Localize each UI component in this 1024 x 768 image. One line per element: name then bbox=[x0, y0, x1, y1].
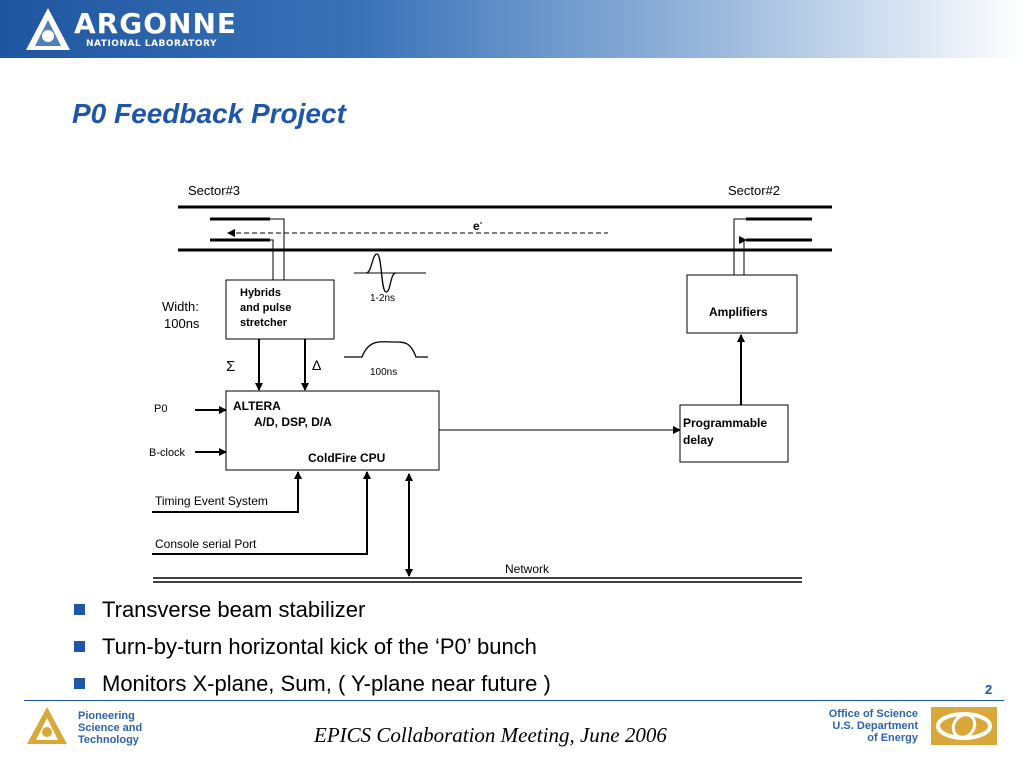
programmable-delay-line-2: delay bbox=[683, 433, 714, 447]
delta-symbol: Δ bbox=[312, 357, 321, 373]
bullet-item: Transverse beam stabilizer bbox=[72, 596, 551, 633]
kicker-wire-upper bbox=[733, 218, 746, 275]
long-pulse-label: 100ns bbox=[370, 367, 397, 378]
bullet-list: Transverse beam stabilizer Turn-by-turn … bbox=[72, 596, 551, 707]
pioneering-tagline: Pioneering Science and Technology bbox=[78, 710, 142, 746]
bullet-text: Monitors X-plane, Sum, ( Y-plane near fu… bbox=[102, 671, 551, 696]
kicker-wire-lower bbox=[739, 236, 747, 275]
office-line-2: U.S. Department bbox=[832, 720, 918, 732]
bclock-input-label: B-clock bbox=[149, 447, 186, 459]
bullet-item: Monitors X-plane, Sum, ( Y-plane near fu… bbox=[72, 670, 551, 707]
office-line-1: Office of Science bbox=[828, 708, 918, 720]
office-of-science: Office of Science U.S. Department of Ene… bbox=[829, 708, 918, 744]
width-label-line-1: Width: bbox=[162, 299, 199, 314]
short-pulse-label: 1-2ns bbox=[370, 293, 395, 304]
network-label: Network bbox=[505, 562, 550, 576]
hybrids-box bbox=[225, 279, 335, 340]
sector-left-label: Sector#3 bbox=[188, 183, 240, 198]
p0-input-label: P0 bbox=[154, 403, 167, 415]
adc-dsp-label: A/D, DSP, D/A bbox=[254, 415, 332, 429]
hybrids-line-2: and pulse bbox=[240, 302, 291, 314]
slide-title: P0 Feedback Project bbox=[72, 98, 346, 129]
meeting-title: EPICS Collaboration Meeting, June 2006 bbox=[314, 723, 667, 747]
pioneering-line-1: Pioneering bbox=[78, 710, 135, 722]
long-pulse-waveform bbox=[344, 341, 428, 358]
electron-label: e- bbox=[473, 218, 483, 233]
hybrids-line-3: stretcher bbox=[240, 317, 288, 329]
altera-label: ALTERA bbox=[233, 399, 281, 413]
bullet-text: Transverse beam stabilizer bbox=[102, 597, 366, 622]
timing-label: Timing Event System bbox=[155, 494, 268, 508]
bullet-square-icon bbox=[74, 641, 85, 652]
amplifiers-label: Amplifiers bbox=[709, 305, 768, 319]
logo-main-text: ARGONNE bbox=[74, 7, 238, 40]
coldfire-label: ColdFire CPU bbox=[308, 451, 385, 465]
bullet-square-icon bbox=[74, 678, 85, 689]
argonne-triangle-icon bbox=[26, 8, 70, 50]
console-line bbox=[152, 471, 371, 555]
pioneering-line-3: Technology bbox=[78, 734, 139, 746]
altera-box bbox=[225, 390, 440, 471]
pioneering-line-2: Science and bbox=[78, 722, 143, 734]
sector-right-label: Sector#2 bbox=[728, 183, 780, 198]
argonne-footer-logo-icon bbox=[27, 707, 67, 744]
header-band: ARGONNE NATIONAL LABORATORY bbox=[0, 0, 1024, 58]
pickup-wire-lower bbox=[270, 239, 274, 280]
doe-logo-icon bbox=[931, 707, 997, 745]
width-label-line-2: 100ns bbox=[164, 316, 200, 331]
pickup-wire-upper bbox=[270, 218, 285, 280]
argonne-logo: ARGONNE NATIONAL LABORATORY bbox=[24, 6, 236, 54]
office-line-3: of Energy bbox=[867, 732, 918, 744]
footer-divider bbox=[24, 700, 1004, 701]
hybrids-line-1: Hybrids bbox=[240, 287, 281, 299]
short-pulse-waveform bbox=[365, 253, 397, 293]
amplifiers-box bbox=[686, 274, 798, 334]
sigma-symbol: Σ bbox=[226, 358, 235, 375]
bullet-item: Turn-by-turn horizontal kick of the ‘P0’… bbox=[72, 633, 551, 670]
bullet-square-icon bbox=[74, 604, 85, 615]
logo-sub-text: NATIONAL LABORATORY bbox=[86, 39, 217, 49]
bullet-text: Turn-by-turn horizontal kick of the ‘P0’… bbox=[102, 634, 537, 659]
page-number: 2 bbox=[985, 682, 993, 697]
console-label: Console serial Port bbox=[155, 537, 257, 551]
timing-line bbox=[152, 471, 302, 513]
programmable-delay-line-1: Programmable bbox=[683, 416, 767, 430]
programmable-delay-box bbox=[679, 404, 789, 463]
